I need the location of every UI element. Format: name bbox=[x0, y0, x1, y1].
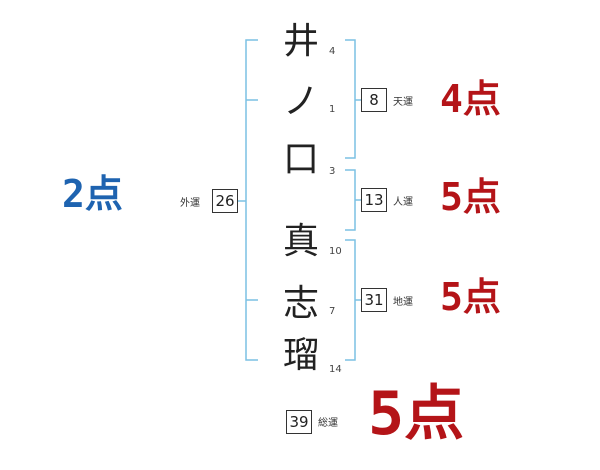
name-character: 口 bbox=[282, 139, 319, 180]
jinun-bracket bbox=[345, 169, 361, 231]
name-character: 真 bbox=[282, 221, 319, 262]
souun-score: 5点 bbox=[368, 379, 465, 449]
stroke-count: 3 bbox=[329, 166, 336, 177]
chiun-bracket bbox=[345, 239, 361, 361]
stroke-count: 4 bbox=[329, 46, 336, 57]
jinun-value-box: 13 bbox=[361, 188, 387, 212]
name-character: 志 bbox=[282, 283, 319, 324]
stroke-count: 10 bbox=[329, 246, 342, 257]
stroke-count: 14 bbox=[329, 364, 342, 375]
souun-label: 総運 bbox=[318, 418, 338, 429]
stroke-count: 1 bbox=[329, 104, 336, 115]
chiun-value-box: 31 bbox=[361, 288, 387, 312]
gaiun-label: 外運 bbox=[180, 198, 200, 209]
gaiun-value-box: 26 bbox=[212, 189, 238, 213]
name-character: 井 bbox=[282, 21, 319, 62]
stroke-count: 7 bbox=[329, 306, 336, 317]
tenun-bracket bbox=[345, 39, 361, 159]
jinun-score: 5点 bbox=[440, 175, 501, 219]
souun-value-box: 39 bbox=[286, 410, 312, 434]
chiun-score: 5点 bbox=[440, 275, 501, 319]
chiun-label: 地運 bbox=[393, 297, 413, 308]
tenun-label: 天運 bbox=[393, 97, 413, 108]
tenun-score: 4点 bbox=[440, 77, 501, 121]
tenun-value-box: 8 bbox=[361, 88, 387, 112]
gaiun-score: 2点 bbox=[62, 172, 123, 216]
outer-bracket bbox=[238, 39, 258, 361]
jinun-label: 人運 bbox=[393, 197, 413, 208]
name-character: 瑠 bbox=[282, 335, 319, 376]
name-character: ノ bbox=[282, 81, 319, 122]
